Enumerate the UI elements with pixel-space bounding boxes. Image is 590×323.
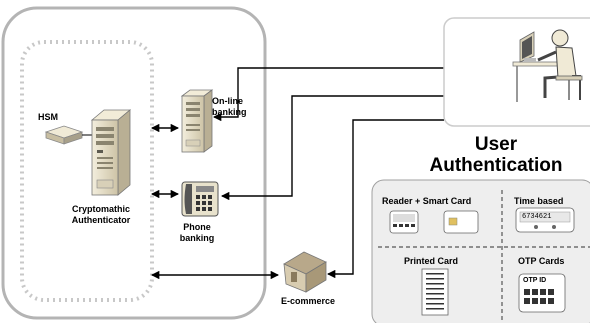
authenticator-server-icon	[90, 109, 132, 196]
user-authentication-title: User Authentication	[429, 134, 563, 176]
online-banking-server-icon	[180, 89, 214, 153]
time-based-display-text: 6734621	[522, 213, 552, 221]
otp-cards-label: OTP Cards	[518, 256, 565, 266]
online-banking-label: On-line banking	[212, 96, 247, 117]
printed-card-icon	[421, 268, 449, 316]
phone-icon	[181, 181, 219, 217]
otp-card-icon	[518, 273, 566, 313]
smart-card-icon	[443, 210, 479, 234]
time-based-token-icon	[515, 207, 575, 233]
cryptomathic-authenticator-label: Cryptomathic Authenticator	[71, 204, 131, 225]
user-at-computer-icon	[512, 29, 583, 102]
line-online-to-user	[212, 67, 444, 122]
smart-card-reader-icon	[389, 210, 419, 234]
authenticator-panel	[1, 6, 267, 320]
hsm-label: HSM	[38, 112, 58, 122]
otp-id-label: OTP ID	[523, 277, 547, 284]
printed-card-label: Printed Card	[404, 256, 459, 266]
secure-zone-dotted-border	[20, 40, 154, 302]
ecommerce-label: E-commerce	[280, 296, 336, 306]
ecommerce-shop-icon	[283, 251, 327, 293]
phone-banking-label: Phone banking	[179, 222, 215, 243]
reader-smart-card-label: Reader + Smart Card	[382, 196, 472, 206]
line-ecommerce-to-user	[326, 119, 444, 279]
time-based-label: Time based	[514, 196, 564, 206]
line-phone-to-user	[220, 95, 444, 201]
hsm-icon	[44, 125, 92, 145]
